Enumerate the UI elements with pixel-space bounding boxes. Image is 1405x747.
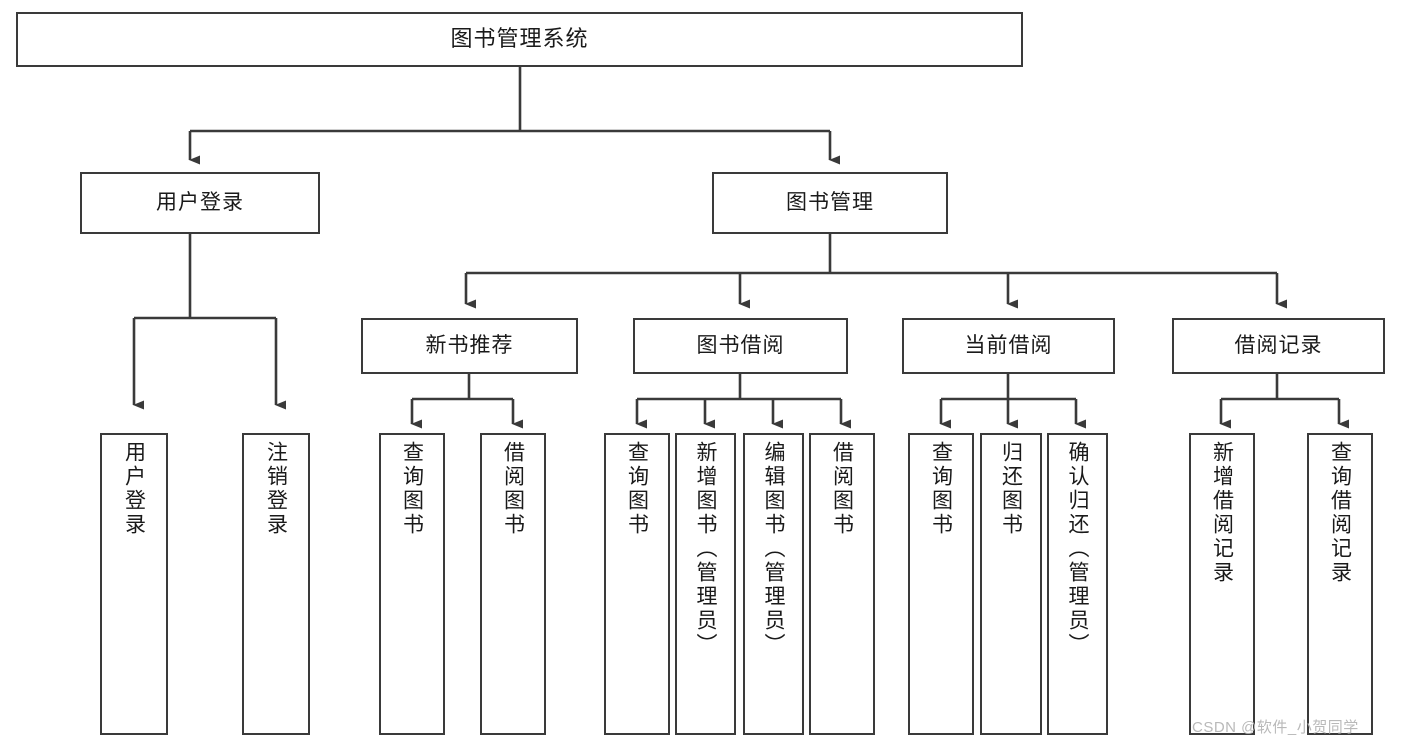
node-user-login[interactable]: 用户登录 xyxy=(80,172,320,234)
leaf-user-login[interactable]: 用户登录 xyxy=(100,433,168,735)
leaf-query-book-2[interactable]: 查询图书 xyxy=(604,433,670,735)
node-label: 编辑图书（管理员） xyxy=(762,441,785,657)
node-label: 当前借阅 xyxy=(964,334,1053,358)
leaf-return-book[interactable]: 归还图书 xyxy=(980,433,1042,735)
node-label: 查询借阅记录 xyxy=(1328,441,1352,585)
node-label: 查询图书 xyxy=(929,441,953,537)
node-label: 查询图书 xyxy=(625,441,649,537)
node-label: 新增图书（管理员） xyxy=(694,441,717,657)
leaf-add-book-admin[interactable]: 新增图书（管理员） xyxy=(675,433,736,735)
node-label: 借阅图书 xyxy=(830,441,854,537)
node-label: 查询图书 xyxy=(400,441,424,537)
node-label: 借阅图书 xyxy=(501,441,525,537)
leaf-logout-login[interactable]: 注销登录 xyxy=(242,433,310,735)
node-new-book-rec[interactable]: 新书推荐 xyxy=(361,318,578,374)
node-label: 确认归还（管理员） xyxy=(1066,441,1089,657)
leaf-query-book-3[interactable]: 查询图书 xyxy=(908,433,974,735)
node-label: 注销登录 xyxy=(264,441,288,537)
leaf-query-borrow-record[interactable]: 查询借阅记录 xyxy=(1307,433,1373,735)
node-label: 新书推荐 xyxy=(425,334,514,358)
node-current-borrow[interactable]: 当前借阅 xyxy=(902,318,1115,374)
node-label: 借阅记录 xyxy=(1234,334,1323,358)
node-label: 归还图书 xyxy=(999,441,1023,537)
node-book-manage[interactable]: 图书管理 xyxy=(712,172,948,234)
node-label: 用户登录 xyxy=(156,191,244,215)
leaf-query-book-1[interactable]: 查询图书 xyxy=(379,433,445,735)
node-label: 图书管理系统 xyxy=(450,26,589,52)
leaf-add-borrow-record[interactable]: 新增借阅记录 xyxy=(1189,433,1255,735)
leaf-edit-book-admin[interactable]: 编辑图书（管理员） xyxy=(743,433,804,735)
node-book-borrow[interactable]: 图书借阅 xyxy=(633,318,848,374)
leaf-borrow-book-2[interactable]: 借阅图书 xyxy=(809,433,875,735)
node-label: 图书管理 xyxy=(786,191,874,215)
node-borrow-record[interactable]: 借阅记录 xyxy=(1172,318,1385,374)
csdn-watermark: CSDN @软件_小贺同学 xyxy=(1192,719,1359,736)
leaf-borrow-book-1[interactable]: 借阅图书 xyxy=(480,433,546,735)
node-label: 图书借阅 xyxy=(696,334,785,358)
node-root-system[interactable]: 图书管理系统 xyxy=(16,12,1023,67)
leaf-confirm-return-admin[interactable]: 确认归还（管理员） xyxy=(1047,433,1108,735)
node-label: 用户登录 xyxy=(122,441,146,537)
node-label: 新增借阅记录 xyxy=(1210,441,1234,585)
